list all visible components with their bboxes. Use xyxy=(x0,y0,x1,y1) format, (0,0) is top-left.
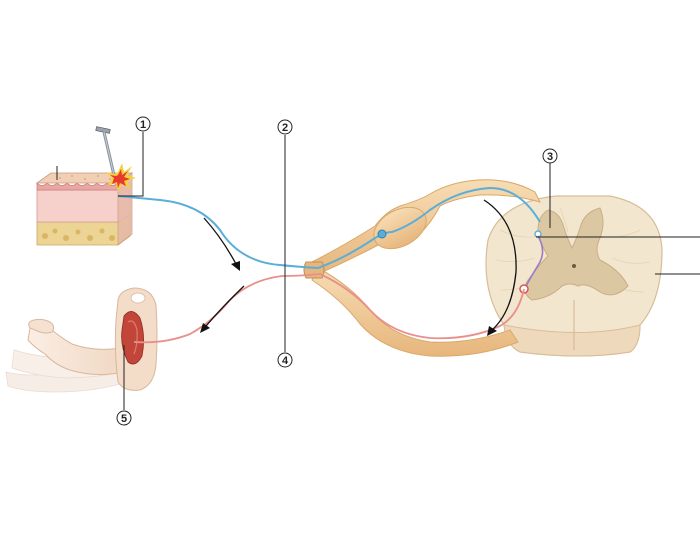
arrow-sensory-to-cord xyxy=(203,217,237,265)
skin-block xyxy=(35,172,134,246)
sensory-fiber-root xyxy=(317,186,541,269)
interneuron xyxy=(525,235,544,287)
arrow-icon xyxy=(200,199,517,336)
arrow-motor-to-muscle xyxy=(205,285,245,327)
arrowhead-sensory xyxy=(231,261,240,271)
epidermis-layer xyxy=(36,182,119,191)
biceps-muscle-icon xyxy=(121,311,144,365)
spinal-cord-front-band xyxy=(503,324,641,357)
central-canal xyxy=(572,264,576,268)
shoulder-joint xyxy=(130,292,146,304)
marker-3: 3 xyxy=(542,148,558,164)
marker-5: 5 xyxy=(116,410,132,426)
arrowhead-motor xyxy=(200,323,210,333)
marker-1: 1 xyxy=(135,116,151,132)
spinal-cord-section xyxy=(485,195,663,357)
gray-matter xyxy=(524,207,629,301)
marker-4-label: 4 xyxy=(282,355,289,367)
sensory-fiber-peripheral xyxy=(117,195,319,269)
pain-burst-icon xyxy=(106,163,136,192)
arrow-inside-cord xyxy=(483,199,517,331)
marker-2: 2 xyxy=(277,119,293,135)
arrowhead-cord xyxy=(487,326,497,336)
arm-hand xyxy=(28,318,55,334)
marker-1-line xyxy=(118,132,144,197)
marker-4: 4 xyxy=(277,352,293,368)
biceps-highlight xyxy=(127,320,138,355)
motor-fiber-root xyxy=(319,273,525,340)
motor-fiber-peripheral xyxy=(133,273,321,344)
fat-globules xyxy=(42,228,115,241)
marker-1-label: 1 xyxy=(140,119,146,131)
marker-3-label: 3 xyxy=(547,151,553,163)
marker-5-label: 5 xyxy=(121,413,127,425)
arm-illustration xyxy=(5,287,158,393)
sensory-neuron-cell-body xyxy=(377,229,387,239)
marker-2-label: 2 xyxy=(282,122,288,134)
